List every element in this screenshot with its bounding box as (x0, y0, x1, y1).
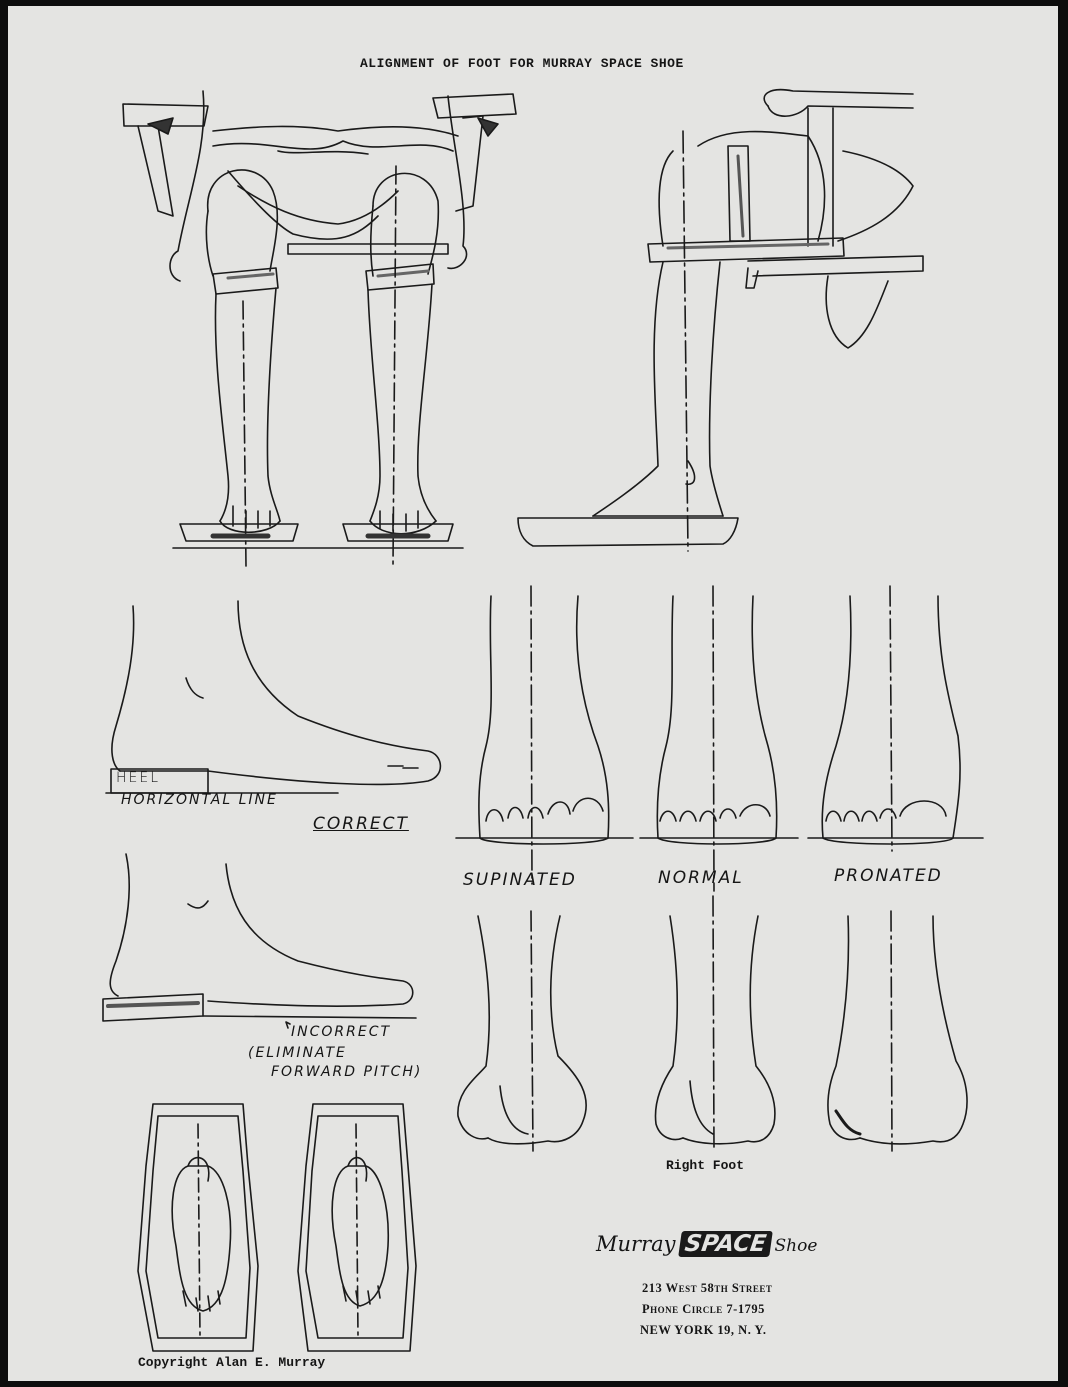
side-seated-figure-drawing (518, 90, 923, 551)
page-title: ALIGNMENT OF FOOT FOR MURRAY SPACE SHOE (360, 56, 684, 71)
horizontal-line-label: HORIZONTAL LINE (121, 792, 278, 808)
brand-script-left: Murray (596, 1232, 676, 1256)
address-line-1: 213 West 58th Street (642, 1281, 772, 1296)
front-feet-row-drawing (456, 586, 983, 891)
correct-label: CORRECT (313, 814, 409, 834)
address-line-2: Phone Circle 7-1795 (642, 1302, 765, 1317)
pronated-label: PRONATED (834, 866, 943, 886)
normal-label: NORMAL (658, 868, 744, 888)
copyright-text: Copyright Alan E. Murray (138, 1355, 325, 1370)
illustrations (8, 6, 1058, 1381)
back-heels-row-drawing (458, 896, 967, 1151)
heel-label: HEEL (116, 770, 160, 786)
eliminate-label-line2: FORWARD PITCH) (271, 1064, 422, 1080)
front-seated-figure-drawing (123, 91, 516, 566)
correct-foot-drawing (106, 601, 440, 793)
footprint-trays-drawing (138, 1104, 416, 1351)
address-line-3: NEW YORK 19, N. Y. (640, 1323, 767, 1338)
eliminate-label-line1: (ELIMINATE (248, 1045, 347, 1061)
brand-script-right: Shoe (775, 1236, 818, 1256)
document-page: ALIGNMENT OF FOOT FOR MURRAY SPACE SHOE … (8, 6, 1058, 1381)
brand-space-box: SPACE (678, 1231, 773, 1257)
incorrect-label: INCORRECT (291, 1024, 391, 1040)
right-foot-caption: Right Foot (666, 1158, 744, 1173)
supinated-label: SUPINATED (463, 870, 577, 890)
incorrect-foot-drawing (103, 854, 416, 1028)
